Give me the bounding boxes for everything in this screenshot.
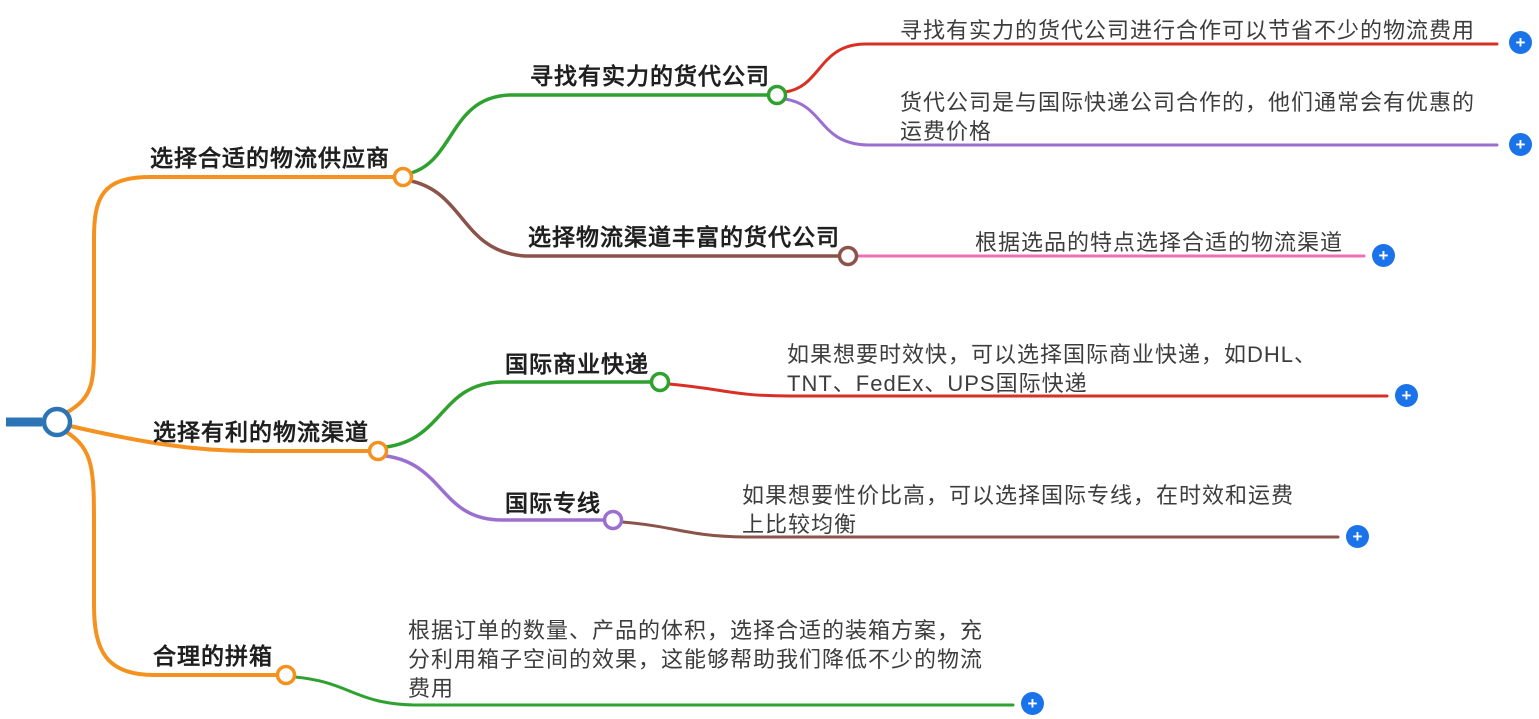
plus-icon: + <box>1352 527 1363 546</box>
node-intl-express[interactable] <box>649 371 671 393</box>
node-strong-forwarder[interactable] <box>766 84 788 106</box>
branch-line-consolidation <box>63 429 279 677</box>
leaf-line-balanced <box>620 520 1340 539</box>
leaf-discount-price[interactable]: 货代公司是与国际快递公司合作的，他们通常会有优惠的运费价格 <box>900 90 1476 144</box>
root-node[interactable] <box>41 406 73 438</box>
leaf-save-cost[interactable]: 寻找有实力的货代公司进行合作可以节省不少的物流费用 <box>900 18 1476 43</box>
add-node-button[interactable]: + <box>1395 384 1418 407</box>
branch-line-channel <box>68 424 372 453</box>
leaf-fast-express[interactable]: 如果想要时效快，可以选择国际商业快递，如DHL、TNT、FedEx、UPS国际快… <box>787 342 1318 396</box>
plus-icon: + <box>1515 33 1526 52</box>
branch-label-channel[interactable]: 选择有利的物流渠道 <box>153 419 369 445</box>
branch-line-supplier <box>64 175 397 415</box>
add-node-button[interactable]: + <box>1509 133 1532 156</box>
node-channel[interactable] <box>367 440 389 462</box>
leaf-line-save-cost <box>783 42 1499 94</box>
node-rich-channel-forwarder[interactable] <box>837 245 859 267</box>
leaf-pick-channel[interactable]: 根据选品的特点选择合适的物流渠道 <box>975 230 1344 255</box>
leaf-balanced[interactable]: 如果想要性价比高，可以选择国际专线，在时效和运费上比较均衡 <box>742 483 1295 537</box>
leaf-line-discount-price <box>783 97 1499 147</box>
leaf-line-packing-plan <box>293 675 1015 707</box>
subbranch-label-rich-channel-forwarder[interactable]: 选择物流渠道丰富的货代公司 <box>528 224 840 250</box>
leaf-line-fast-express <box>667 382 1389 398</box>
branch-label-supplier[interactable]: 选择合适的物流供应商 <box>150 145 390 171</box>
subbranch-line-intl-dedicated <box>384 454 606 522</box>
subbranch-label-intl-express[interactable]: 国际商业快递 <box>505 351 649 377</box>
node-supplier[interactable] <box>392 166 414 188</box>
plus-icon: + <box>1378 246 1389 265</box>
node-intl-dedicated[interactable] <box>602 509 624 531</box>
node-consolidation[interactable] <box>275 664 297 686</box>
add-node-button[interactable]: + <box>1021 692 1044 715</box>
add-node-button[interactable]: + <box>1509 31 1532 54</box>
branch-label-consolidation[interactable]: 合理的拼箱 <box>153 643 273 669</box>
subbranch-line-rich-channel-forwarder <box>409 179 841 258</box>
subbranch-line-strong-forwarder <box>409 93 770 175</box>
leaf-packing-plan[interactable]: 根据订单的数量、产品的体积，选择合适的装箱方案，充分利用箱子空间的效果，这能够帮… <box>408 618 984 701</box>
add-node-button[interactable]: + <box>1346 525 1369 548</box>
plus-icon: + <box>1027 694 1038 713</box>
plus-icon: + <box>1515 135 1526 154</box>
subbranch-line-intl-express <box>384 380 653 449</box>
subbranch-label-strong-forwarder[interactable]: 寻找有实力的货代公司 <box>530 63 770 89</box>
subbranch-label-intl-dedicated[interactable]: 国际专线 <box>505 490 601 516</box>
plus-icon: + <box>1401 386 1412 405</box>
add-node-button[interactable]: + <box>1372 244 1395 267</box>
